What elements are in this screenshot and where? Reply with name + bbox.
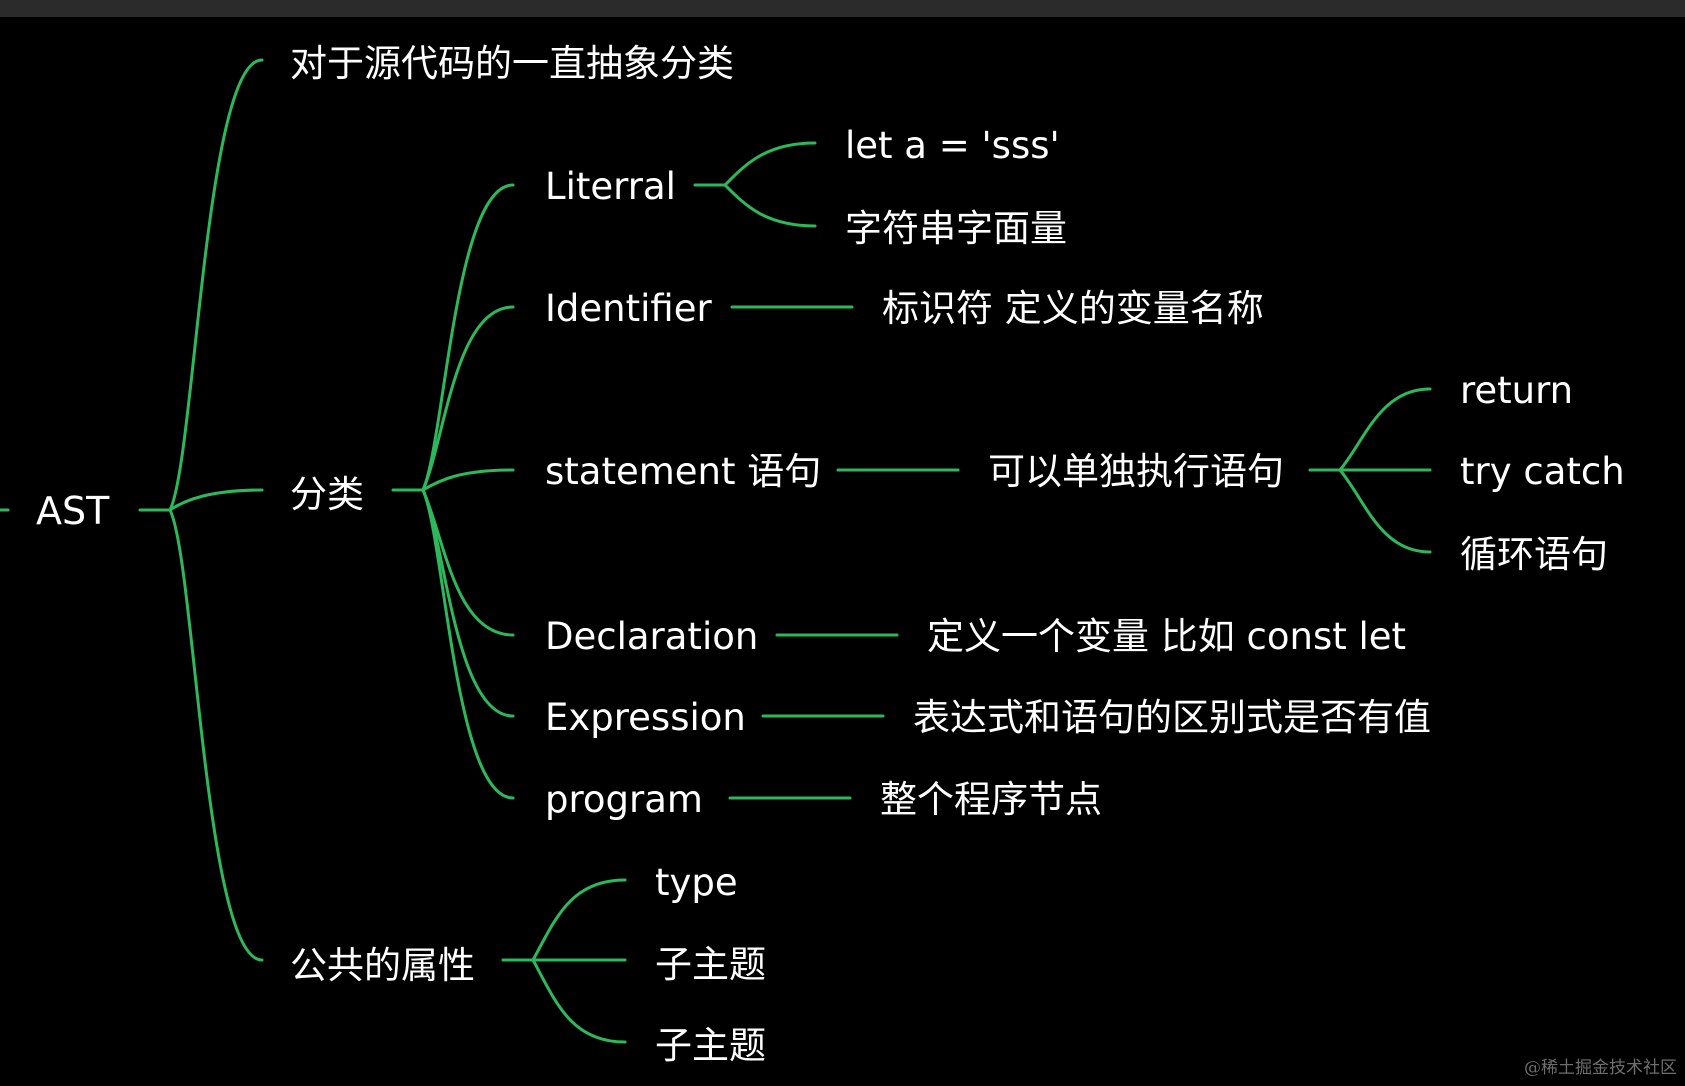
node-statement-trycatch[interactable]: try catch xyxy=(1460,450,1625,493)
connector-statement-return xyxy=(1338,387,1432,472)
connector-root-to-branch-1 xyxy=(168,58,264,512)
connector-props-type xyxy=(531,878,627,962)
connector-classify-identifier xyxy=(421,305,515,492)
connector-statement-loop xyxy=(1338,468,1432,554)
node-program-desc[interactable]: 整个程序节点 xyxy=(880,778,1102,821)
node-abstract-classification[interactable]: 对于源代码的一直抽象分类 xyxy=(290,42,734,85)
node-common-properties[interactable]: 公共的属性 xyxy=(290,944,475,987)
node-prop-type[interactable]: type xyxy=(655,861,738,904)
connector-root-to-branch-2 xyxy=(168,488,264,512)
node-declaration-desc[interactable]: 定义一个变量 比如 const let xyxy=(927,615,1406,658)
node-literral-desc[interactable]: 字符串字面量 xyxy=(845,207,1067,250)
connector-root-to-branch-3 xyxy=(168,508,264,962)
node-statement-desc[interactable]: 可以单独执行语句 xyxy=(988,450,1284,493)
connector-literral-example xyxy=(723,141,817,187)
node-prop-subtopic-2[interactable]: 子主题 xyxy=(655,1024,766,1067)
watermark: @稀土掘金技术社区 xyxy=(1524,1058,1677,1078)
node-statement[interactable]: statement 语句 xyxy=(545,450,821,493)
node-statement-return[interactable]: return xyxy=(1460,369,1573,412)
node-expression-desc[interactable]: 表达式和语句的区别式是否有值 xyxy=(913,696,1431,739)
node-expression[interactable]: Expression xyxy=(545,696,746,739)
connector-lines xyxy=(0,58,1432,1044)
connector-literral-desc xyxy=(723,183,817,228)
connector-classify-declaration xyxy=(421,488,515,637)
node-prop-subtopic-1[interactable]: 子主题 xyxy=(655,943,766,986)
node-literral[interactable]: Literral xyxy=(545,165,676,208)
node-root[interactable]: AST xyxy=(36,489,110,533)
node-identifier[interactable]: Identifier xyxy=(545,287,712,330)
node-declaration[interactable]: Declaration xyxy=(545,615,758,658)
node-labels: AST 对于源代码的一直抽象分类 分类 公共的属性 Literral let a… xyxy=(36,42,1625,1067)
connector-props-subtopic-2 xyxy=(531,958,627,1044)
node-literral-example[interactable]: let a = 'sss' xyxy=(845,124,1060,167)
connector-classify-literral xyxy=(421,183,515,492)
node-identifier-desc[interactable]: 标识符 定义的变量名称 xyxy=(882,287,1264,330)
connector-classify-statement xyxy=(421,468,515,492)
node-statement-loop[interactable]: 循环语句 xyxy=(1460,533,1608,576)
node-program[interactable]: program xyxy=(545,778,703,821)
node-classification[interactable]: 分类 xyxy=(290,473,364,516)
window-top-bar xyxy=(0,0,1685,17)
connector-classify-program xyxy=(421,488,515,800)
